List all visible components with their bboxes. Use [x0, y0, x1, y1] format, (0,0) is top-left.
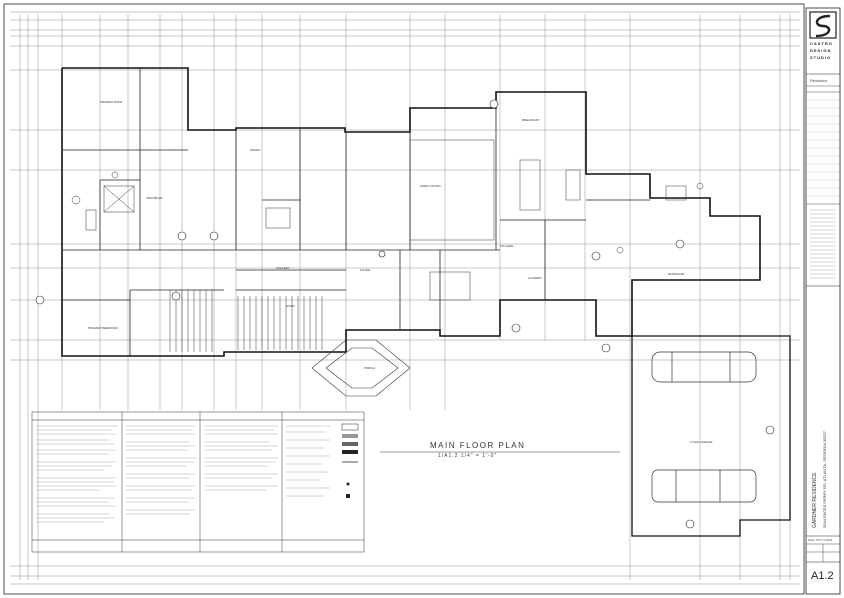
notes-table [31, 411, 365, 553]
room-label-primary-bedroom: PRIMARY BEDROOM [88, 326, 118, 330]
firm-name-line1: CASTRO [810, 41, 833, 46]
project-address: 3544 PACES FERRY RD, ATLANTA, GEORGIA 30… [822, 430, 827, 528]
notes-text-lines [36, 425, 330, 523]
room-label-vestibule: VESTIBULE [146, 196, 163, 200]
plan-title: MAIN FLOOR PLAN [430, 441, 526, 450]
garage-cars [651, 351, 757, 503]
room-label-primary-bath: PRIMARY BATH [100, 100, 123, 104]
room-label-family-room: FAMILY ROOM [420, 184, 441, 188]
room-label-garage: 3 CAR GARAGE [690, 440, 713, 444]
firm-name-line3: STUDIO [810, 55, 832, 60]
sheet-number: A1.2 [811, 570, 834, 582]
grid-markers [35, 99, 775, 529]
stair-treads [169, 290, 323, 352]
revisions-label: Revisions [810, 78, 828, 83]
firm-name-line2: DESIGN [810, 48, 832, 53]
porch-outline [311, 339, 411, 397]
room-label-breakfast: BREAKFAST [522, 118, 540, 122]
dimension-grid [10, 11, 800, 585]
exterior-walls [61, 67, 791, 537]
firm-logo [809, 11, 837, 39]
fixtures [71, 139, 704, 301]
legend-symbols [341, 423, 359, 498]
room-label-gallery: GALLERY [276, 266, 290, 270]
room-label-foyer: FOYER [360, 268, 371, 272]
project-name: GARDNER RESIDENCE [812, 472, 818, 528]
sheet-date: Date: OCT 3 2024 [808, 538, 833, 542]
sheet-border [3, 3, 805, 595]
room-label-porch: PORCH [364, 366, 375, 370]
room-label-dining: DINING [250, 148, 261, 152]
room-label-laundry: LAUNDRY [528, 276, 543, 280]
room-label-stair: STAIR [286, 304, 295, 308]
plan-scale: 1/A1.2 1/4" = 1'-0" [438, 453, 498, 459]
room-label-kitchen: KITCHEN [500, 244, 514, 248]
room-label-mudroom: MUDROOM [668, 272, 685, 276]
title-block [805, 7, 841, 595]
interior-walls [62, 68, 650, 356]
